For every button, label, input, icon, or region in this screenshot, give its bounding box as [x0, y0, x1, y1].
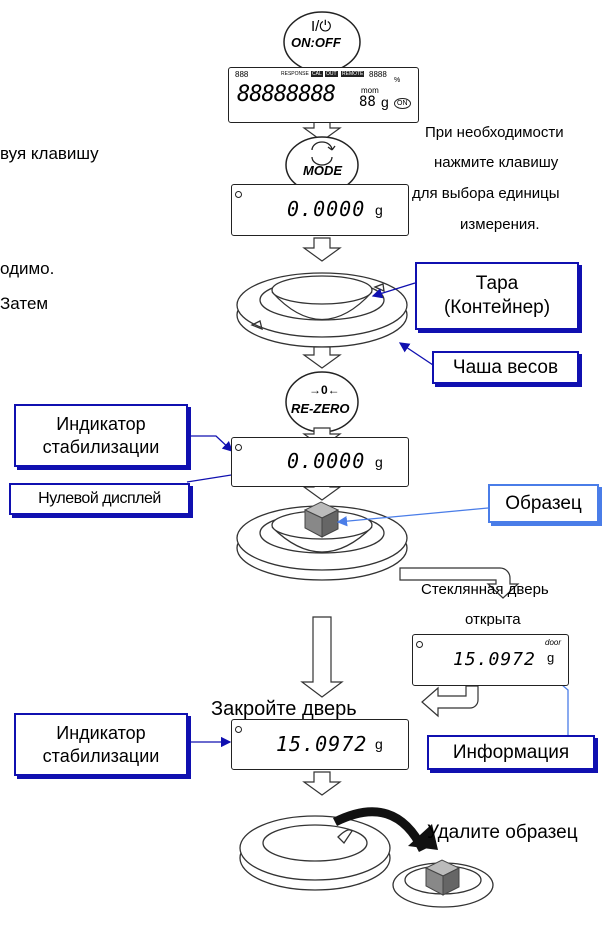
left-text-1: вуя клавишу	[0, 144, 99, 163]
down-arrow-4	[302, 237, 342, 262]
display-door-unit: g	[547, 650, 555, 665]
display-zero: 0.0000 g	[231, 437, 409, 487]
close-door-text: Закройте дверь	[211, 698, 357, 720]
stability-mark	[416, 641, 423, 648]
display-result: 15.0972 g	[231, 719, 409, 770]
full-display-digits: 88888888	[237, 82, 336, 107]
note-unit-line4: измерения.	[460, 216, 540, 233]
stability-label-2: Индикатор стабилизации	[14, 713, 188, 776]
tare-label: Тара (Контейнер)	[415, 262, 579, 330]
full-display-right-digits: 8888	[369, 70, 387, 79]
sample-cube-2	[424, 859, 461, 896]
display-result-unit: g	[375, 736, 383, 752]
glass-door-line1: Стеклянная дверь	[421, 581, 549, 598]
note-unit-line2: нажмите клавишу	[434, 154, 559, 171]
bent-arrow-door	[399, 567, 520, 599]
full-display-on-badge: ON	[394, 98, 411, 109]
sample-label: Образец	[488, 484, 599, 523]
bent-arrow-close	[421, 685, 479, 718]
indicator-out: OUT	[325, 71, 338, 77]
indicator-remote: REMOTE	[341, 71, 365, 77]
stability-label-1: Индикатор стабилизации	[14, 404, 188, 467]
stability-label-2-line1: Индикатор	[56, 723, 146, 743]
stability-label-2-line2: стабилизации	[42, 745, 160, 766]
sample-cube-1	[303, 501, 340, 538]
display-door-info: door	[545, 638, 562, 647]
full-display-percent: %	[394, 77, 401, 84]
display-door-value: 15.0972	[453, 649, 536, 670]
note-unit-line3: для выбора единицы	[412, 185, 560, 202]
remove-sample-text: Удалите образец	[427, 822, 578, 843]
stability-label-1-line2: стабилизации	[42, 436, 160, 457]
mode-key-label[interactable]: MODE	[303, 163, 342, 178]
arrow-pan	[398, 342, 434, 366]
glass-door-line2: открыта	[465, 611, 521, 626]
power-icon: I/⏻	[311, 18, 332, 35]
full-display-small: 888	[235, 70, 249, 79]
arrow-tare	[371, 282, 416, 299]
full-display-unit: mom	[361, 86, 379, 95]
arrow-sample	[336, 507, 489, 527]
pan-label: Чаша весов	[432, 351, 579, 384]
full-display-unit-digits: 88	[359, 94, 376, 110]
down-arrow-9	[302, 771, 342, 796]
display-door: 15.0972 door g	[412, 634, 569, 686]
pan-empty	[239, 815, 391, 891]
tare-label-line2: (Контейнер)	[443, 297, 551, 318]
stability-mark	[235, 444, 242, 451]
note-unit-line1: При необходимости	[425, 124, 564, 141]
arrow-stab1	[185, 435, 233, 452]
zero-display-label: Нулевой дисплей	[9, 483, 190, 515]
rezero-icon: →0←	[309, 383, 340, 397]
rezero-key-label[interactable]: RE-ZERO	[291, 401, 350, 416]
display-tare-unit: g	[375, 202, 383, 218]
display-tare-value: 0.0000	[287, 197, 366, 221]
onoff-key-label[interactable]: ON:OFF	[291, 35, 341, 50]
stability-mark	[235, 726, 242, 733]
pan-with-tare	[236, 272, 408, 348]
down-arrow-5	[302, 346, 342, 369]
stability-label-1-line1: Индикатор	[56, 414, 146, 434]
display-result-value: 15.0972	[276, 732, 368, 756]
left-text-2: одимо.	[0, 259, 55, 278]
indicator-cal: CAL	[311, 71, 323, 77]
indicator-response: RESPONSE	[281, 71, 309, 77]
display-zero-value: 0.0000	[287, 449, 366, 473]
full-display: 888 RESPONSE CAL OUT REMOTE 8888 % 88888…	[228, 67, 419, 123]
info-label: Информация	[427, 735, 595, 770]
display-tare: 0.0000 g	[231, 184, 409, 236]
long-down-arrow	[300, 616, 344, 698]
display-zero-unit: g	[375, 454, 383, 470]
full-display-unit-g: g	[381, 94, 389, 110]
left-text-3: Затем	[0, 294, 49, 313]
tare-label-line1: Тара	[475, 273, 519, 295]
stability-mark	[235, 191, 242, 198]
